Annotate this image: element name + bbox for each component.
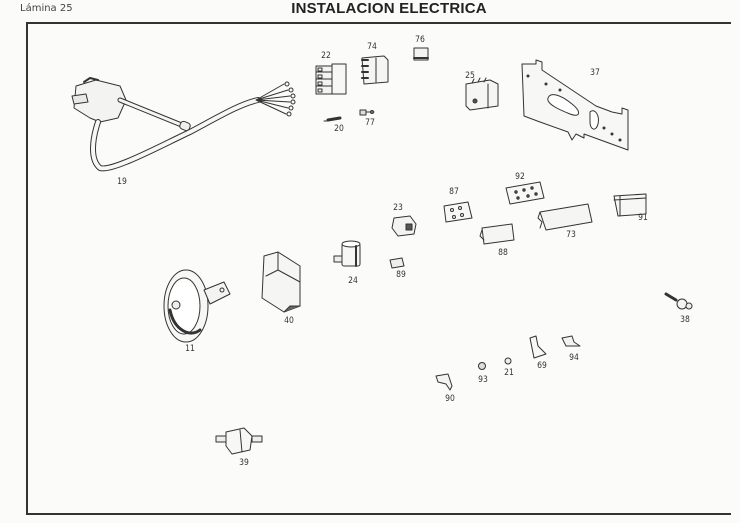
part-label-11: 11 — [185, 344, 195, 354]
part-76-drawing — [413, 47, 429, 61]
part-11-drawing — [163, 269, 231, 343]
part-label-69: 69 — [537, 361, 547, 371]
part-94-drawing — [561, 335, 581, 347]
part-label-24: 24 — [348, 276, 358, 286]
part-77-drawing — [359, 109, 375, 116]
part-label-76: 76 — [415, 35, 425, 45]
part-87-drawing — [443, 201, 473, 223]
part-label-23: 23 — [393, 203, 403, 213]
part-22-drawing — [315, 63, 347, 95]
part-label-21: 21 — [504, 368, 514, 378]
part-label-89: 89 — [396, 270, 406, 280]
page-title-text: INSTALACION ELECTRICA — [291, 0, 487, 17]
part-37-drawing — [521, 59, 629, 151]
part-73-drawing — [537, 203, 593, 231]
part-93-drawing — [478, 362, 486, 370]
part-90-drawing — [435, 373, 453, 391]
part-19-drawing — [71, 77, 296, 172]
part-69-drawing — [529, 335, 547, 359]
part-label-77: 77 — [365, 118, 375, 128]
part-label-38: 38 — [680, 315, 690, 325]
part-25-drawing — [465, 77, 499, 111]
part-23-drawing — [391, 215, 417, 237]
part-label-25: 25 — [465, 71, 475, 81]
part-label-74: 74 — [367, 42, 377, 52]
part-label-20: 20 — [334, 124, 344, 134]
part-label-40: 40 — [284, 316, 294, 326]
sheet-number: Lámina 25 — [20, 3, 73, 14]
part-label-91: 91 — [638, 213, 648, 223]
part-92-drawing — [505, 181, 545, 205]
part-label-73: 73 — [566, 230, 576, 240]
part-20-drawing — [323, 116, 342, 122]
part-label-87: 87 — [449, 187, 459, 197]
page-title: INSTALACION ELECTRICA — [0, 0, 740, 17]
diagram-frame — [26, 22, 731, 515]
part-label-90: 90 — [445, 394, 455, 404]
part-label-19: 19 — [117, 177, 127, 187]
part-label-37: 37 — [590, 68, 600, 78]
part-39-drawing — [215, 427, 263, 455]
part-label-93: 93 — [478, 375, 488, 385]
part-38-drawing — [664, 292, 693, 310]
part-label-22: 22 — [321, 51, 331, 61]
part-88-drawing — [479, 223, 515, 245]
part-24-drawing — [333, 240, 361, 267]
part-91-drawing — [613, 193, 647, 217]
part-74-drawing — [361, 55, 389, 85]
part-label-94: 94 — [569, 353, 579, 363]
part-21-drawing — [504, 357, 512, 365]
part-label-39: 39 — [239, 458, 249, 468]
part-40-drawing — [261, 251, 301, 313]
part-label-88: 88 — [498, 248, 508, 258]
part-89-drawing — [389, 257, 405, 269]
part-label-92: 92 — [515, 172, 525, 182]
